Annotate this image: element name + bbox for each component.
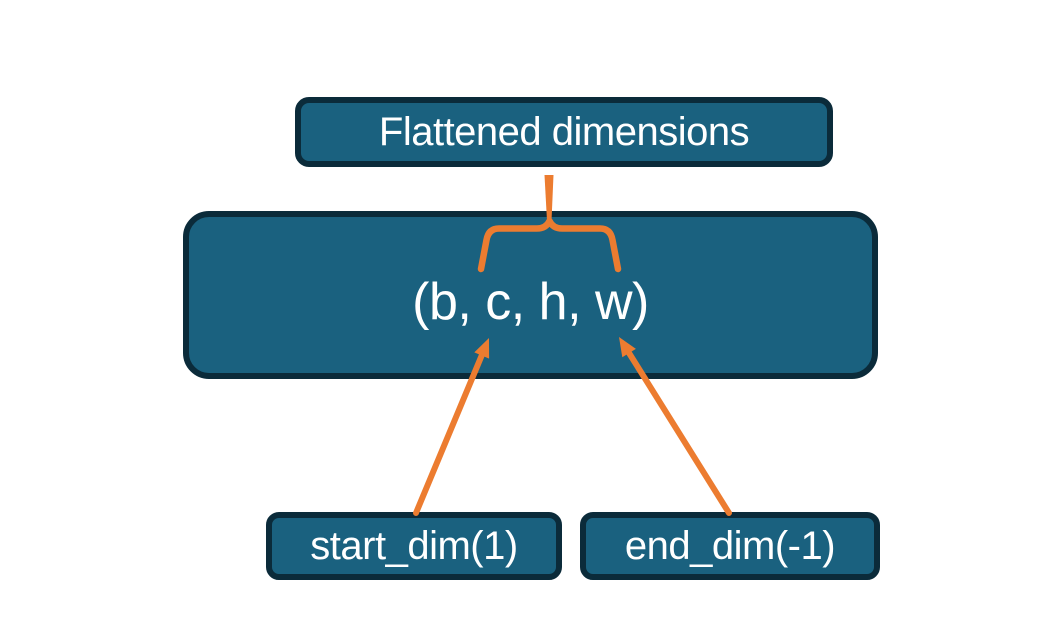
node-flattened-dimensions: Flattened dimensions [295, 97, 833, 167]
node-tensor-shape: (b, c, h, w) [183, 211, 878, 379]
node-start-dim-label: start_dim(1) [310, 523, 518, 568]
node-end-dim: end_dim(-1) [580, 512, 880, 580]
node-start-dim: start_dim(1) [266, 512, 562, 580]
node-end-dim-label: end_dim(-1) [624, 523, 836, 568]
node-tensor-shape-label: (b, c, h, w) [412, 273, 649, 331]
node-flattened-dimensions-label: Flattened dimensions [378, 109, 750, 154]
